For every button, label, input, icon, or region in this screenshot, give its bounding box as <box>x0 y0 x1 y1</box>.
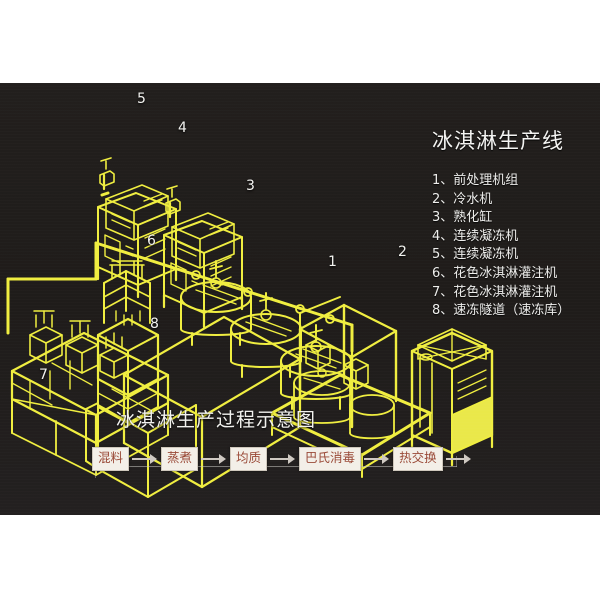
legend-number: 7、 <box>432 284 454 300</box>
legend-number: 3、 <box>432 210 454 226</box>
legend-label: 前处理机组 <box>453 173 519 189</box>
list-item: 5、连续凝冻机 <box>432 246 598 265</box>
legend-label: 连续凝冻机 <box>453 247 519 263</box>
production-line-diagram <box>0 83 600 515</box>
callout-8: 8 <box>150 316 159 332</box>
flow-arrow-icon <box>270 453 296 464</box>
flow-arrow-icon <box>201 453 227 464</box>
unit-4-freezer <box>162 185 244 329</box>
list-item: 1、前处理机组 <box>432 172 598 191</box>
callout-6: 6 <box>147 233 156 249</box>
unit-8-freezing-tunnel <box>85 315 302 498</box>
poster-panel: 5 4 3 1 2 6 8 7 冰淇淋生产线 1、前处理机组 2、冷水机 3、熟… <box>0 83 600 515</box>
flow-arrow-icon-trailing <box>445 453 472 464</box>
page-title: 冰淇淋生产线 <box>432 129 564 153</box>
flow-step-2: 蒸煮 <box>161 447 199 471</box>
unit-6-filling-machine <box>96 260 160 424</box>
flow-step-1: 混料 <box>92 447 130 471</box>
callout-4: 4 <box>178 120 187 136</box>
callout-2: 2 <box>398 244 407 260</box>
list-item: 7、花色冰淇淋灌注机 <box>432 284 598 303</box>
list-item: 6、花色冰淇淋灌注机 <box>432 265 598 284</box>
legend-label: 花色冰淇淋灌注机 <box>453 266 558 282</box>
unit-7-filling-line <box>10 310 170 476</box>
flow-step-3: 均质 <box>230 447 268 471</box>
legend-label: 熟化缸 <box>453 210 493 226</box>
legend-label: 速冻隧道（速冻库） <box>453 303 571 319</box>
callout-5: 5 <box>137 91 146 107</box>
unit-2-chiller <box>410 328 494 467</box>
legend-block: 冰淇淋生产线 1、前处理机组 2、冷水机 3、熟化缸 4、连续凝冻机 5、连续凝… <box>432 129 598 337</box>
diagram-subtitle: 冰淇淋生产过程示意图 <box>115 409 316 431</box>
legend-number: 4、 <box>432 228 454 244</box>
list-item: 3、熟化缸 <box>432 209 598 228</box>
list-item: 2、冷水机 <box>432 191 598 210</box>
callout-7: 7 <box>39 367 48 383</box>
legend-number: 2、 <box>432 191 454 207</box>
flow-step-5: 热交换 <box>393 447 443 471</box>
legend-number: 6、 <box>432 266 454 282</box>
legend-number: 1、 <box>432 173 454 189</box>
production-line-svg <box>6 157 494 498</box>
callout-1: 1 <box>328 254 337 270</box>
list-item: 8、速冻隧道（速冻库） <box>432 302 598 321</box>
legend-label: 连续凝冻机 <box>453 228 519 244</box>
legend-label: 冷水机 <box>453 191 493 207</box>
unit-3-ageing-tanks <box>180 260 352 410</box>
flow-step-4: 巴氏消毒 <box>299 447 362 471</box>
flow-arrow-icon <box>132 453 158 464</box>
callout-3: 3 <box>246 178 255 194</box>
legend-label: 花色冰淇淋灌注机 <box>453 284 558 300</box>
legend-number: 8、 <box>432 303 454 319</box>
watermark-rule <box>95 456 457 478</box>
legend-list: 1、前处理机组 2、冷水机 3、熟化缸 4、连续凝冻机 5、连续凝冻机 6、花色… <box>432 172 598 321</box>
list-item: 4、连续凝冻机 <box>432 228 598 247</box>
process-flow: 混料 蒸煮 均质 巴氏消毒 热交换 <box>92 447 475 471</box>
legend-number: 5、 <box>432 247 454 263</box>
flow-arrow-icon <box>364 453 390 464</box>
unit-5-freezer <box>96 157 178 299</box>
